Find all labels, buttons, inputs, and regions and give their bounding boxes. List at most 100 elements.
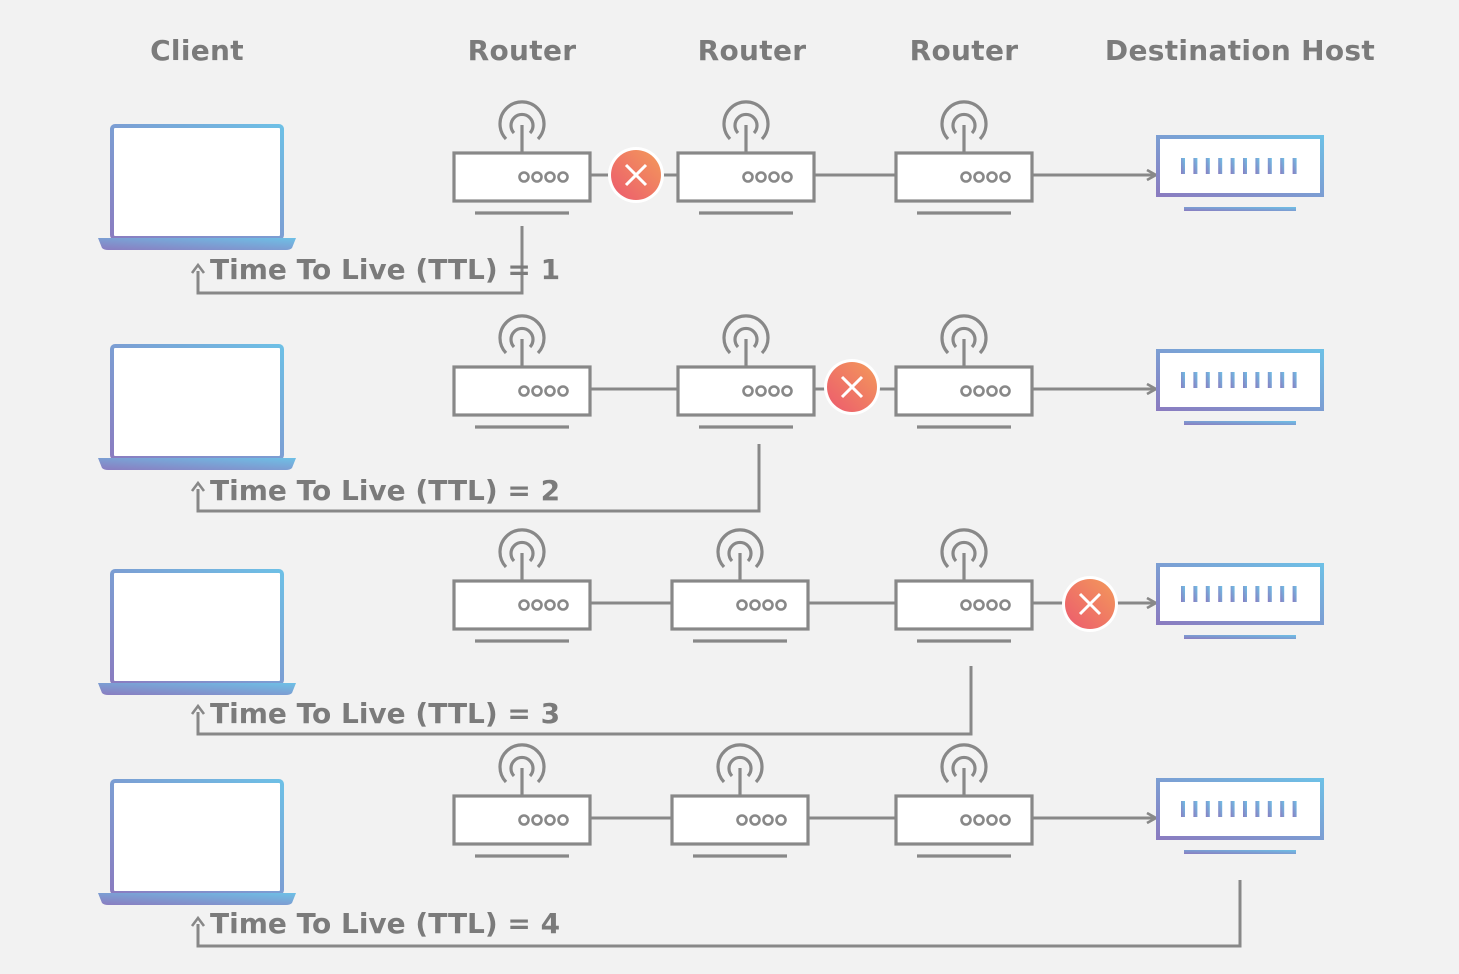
server-slot [1230,158,1235,174]
server-slot [1255,801,1260,817]
server-slot [1292,158,1297,174]
router-body [676,365,816,417]
return-arrowhead [190,262,206,274]
laptop-screen [110,779,284,895]
antenna-inner-ring [951,112,977,135]
router-icon [894,743,1034,858]
router-body [894,151,1034,203]
server-slot [1255,158,1260,174]
router-icon [676,314,816,429]
return-arrowhead [190,703,206,715]
server-slot [1218,158,1223,174]
router-port [781,171,793,183]
router-port [973,385,985,397]
antenna-inner-ring [951,326,977,349]
server-slot [1218,372,1223,388]
ttl-label-2: Time To Live (TTL) = 2 [210,474,561,507]
server-slot [1243,586,1247,602]
router-port [531,599,543,611]
laptop-screen [110,344,284,460]
router-port [973,599,985,611]
router-body [676,151,816,203]
router-body [670,579,810,631]
router-port [544,385,556,397]
router-port [775,599,787,611]
router-body [452,365,592,417]
antenna-outer-ring [498,743,546,784]
laptop-base [98,238,296,250]
server-slot [1230,801,1235,817]
server-slot [1243,158,1247,174]
router-port [557,171,569,183]
laptop-screen [110,569,284,685]
router-icon [452,528,592,643]
server-slot [1205,801,1210,817]
server-slot [1193,158,1198,174]
server-stand [1184,635,1296,639]
router-port [768,171,780,183]
server-slot [1267,158,1272,174]
router-port [518,385,530,397]
router-port [544,814,556,826]
drop-x-icon [824,359,880,415]
router-port [557,599,569,611]
antenna-outer-ring [722,314,770,355]
server-slot [1230,586,1235,602]
antenna-outer-ring [940,528,988,569]
server-slot [1218,586,1223,602]
header-router-2: Router [697,34,807,67]
server-stand [1184,421,1296,425]
router-body [894,579,1034,631]
router-port [999,385,1011,397]
router-port [775,814,787,826]
router-port [531,814,543,826]
server-slot [1280,158,1285,174]
router-body [670,794,810,846]
antenna-outer-ring [722,100,770,141]
router-port [960,814,972,826]
server-slot [1292,586,1297,602]
drop-cross [1078,592,1102,616]
server-slot [1280,586,1285,602]
antenna-inner-ring [951,755,977,778]
antenna-inner-ring [733,326,759,349]
return-arrowhead [190,480,206,492]
laptop-icon [98,569,296,695]
antenna-outer-ring [716,528,764,569]
server-slot [1181,158,1185,174]
router-port [742,171,754,183]
router-port [518,171,530,183]
laptop-icon [98,124,296,250]
router-port [986,171,998,183]
router-port [736,814,748,826]
return-path [196,444,761,513]
laptop-icon [98,779,296,905]
router-port [768,385,780,397]
router-port [544,171,556,183]
diagram-rows [98,100,1324,948]
router-port [973,814,985,826]
drop-x-icon [1062,576,1118,632]
antenna-outer-ring [498,528,546,569]
server-slot [1181,801,1185,817]
antenna-inner-ring [727,755,753,778]
router-icon [894,528,1034,643]
router-port [960,599,972,611]
router-port [999,171,1011,183]
router-port [531,385,543,397]
router-body [894,365,1034,417]
router-icon [894,100,1034,215]
laptop-base [98,893,296,905]
server-slot [1181,372,1185,388]
router-port [736,599,748,611]
router-port [999,599,1011,611]
server-slot [1230,372,1235,388]
laptop-base [98,683,296,695]
router-port [755,171,767,183]
router-port [755,385,767,397]
router-body [452,579,592,631]
server-slot [1292,801,1297,817]
server-slot [1255,586,1260,602]
router-icon [452,314,592,429]
drop-x-icon [608,147,664,203]
